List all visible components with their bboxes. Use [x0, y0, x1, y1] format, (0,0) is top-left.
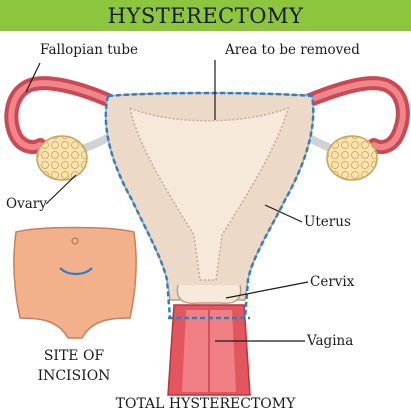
- left-ovary: [37, 136, 87, 180]
- label-area-removed: Area to be removed: [225, 42, 360, 58]
- label-ovary: Ovary: [6, 196, 47, 212]
- label-fallopian-tube: Fallopian tube: [40, 42, 138, 58]
- cervix: [177, 285, 240, 303]
- right-ovary: [327, 136, 377, 180]
- incision-caption-line1: SITE OF: [24, 348, 124, 364]
- torso-illustration: [14, 228, 136, 339]
- incision-caption-line2: INCISION: [24, 368, 124, 384]
- label-vagina: Vagina: [307, 333, 353, 349]
- footer-caption: TOTAL HYSTERECTOMY: [0, 396, 411, 412]
- label-uterus: Uterus: [304, 214, 351, 230]
- label-cervix: Cervix: [310, 274, 354, 290]
